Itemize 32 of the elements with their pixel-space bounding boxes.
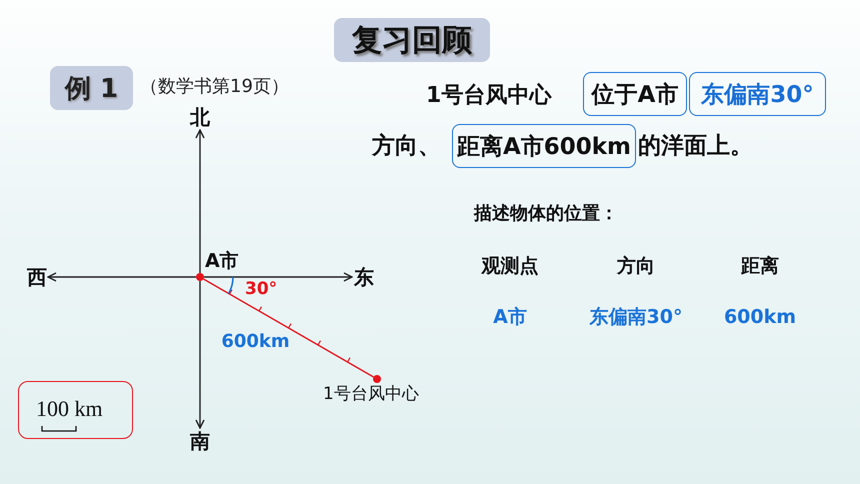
page-reference: （数学书第19页） — [140, 78, 289, 96]
sentence-text: 的洋面上。 — [638, 135, 753, 158]
table-header: 观测点 — [482, 257, 538, 276]
title-badge: 复习回顾 — [334, 18, 490, 62]
arrow — [195, 129, 205, 273]
scale-box: 100 km — [18, 381, 133, 439]
direction-label: 北 — [189, 104, 211, 130]
table-header: 距离 — [741, 257, 779, 276]
table-header: 方向 — [617, 257, 655, 276]
heading-text: 描述物体的位置： — [474, 205, 618, 223]
table-value: 600km — [724, 308, 796, 327]
line-segment — [203, 278, 374, 378]
direction-label: 南 — [189, 428, 211, 454]
arrow — [204, 272, 353, 282]
edge-label: 600km — [221, 333, 290, 351]
sentence-text: 1号台风中心 — [426, 85, 552, 107]
arrow — [195, 281, 205, 429]
sentence-text: 方向、 — [372, 135, 441, 158]
example-badge: 例 1 — [50, 66, 133, 110]
highlight-box: 距离A市600km — [452, 124, 636, 168]
point-label: 1号台风中心 — [323, 386, 419, 403]
highlight-box: 东偏南30° — [689, 72, 826, 116]
point-dot — [196, 273, 204, 281]
direction-label: 东 — [352, 264, 376, 290]
table-value: A市 — [493, 308, 527, 327]
angle-label: 30° — [245, 281, 278, 298]
arrow — [47, 272, 196, 282]
table-value: 东偏南30° — [590, 308, 682, 327]
point-label: A市 — [205, 252, 239, 271]
point-dot — [373, 375, 381, 383]
direction-label: 西 — [26, 264, 48, 290]
highlight-box: 位于A市 — [583, 72, 687, 116]
